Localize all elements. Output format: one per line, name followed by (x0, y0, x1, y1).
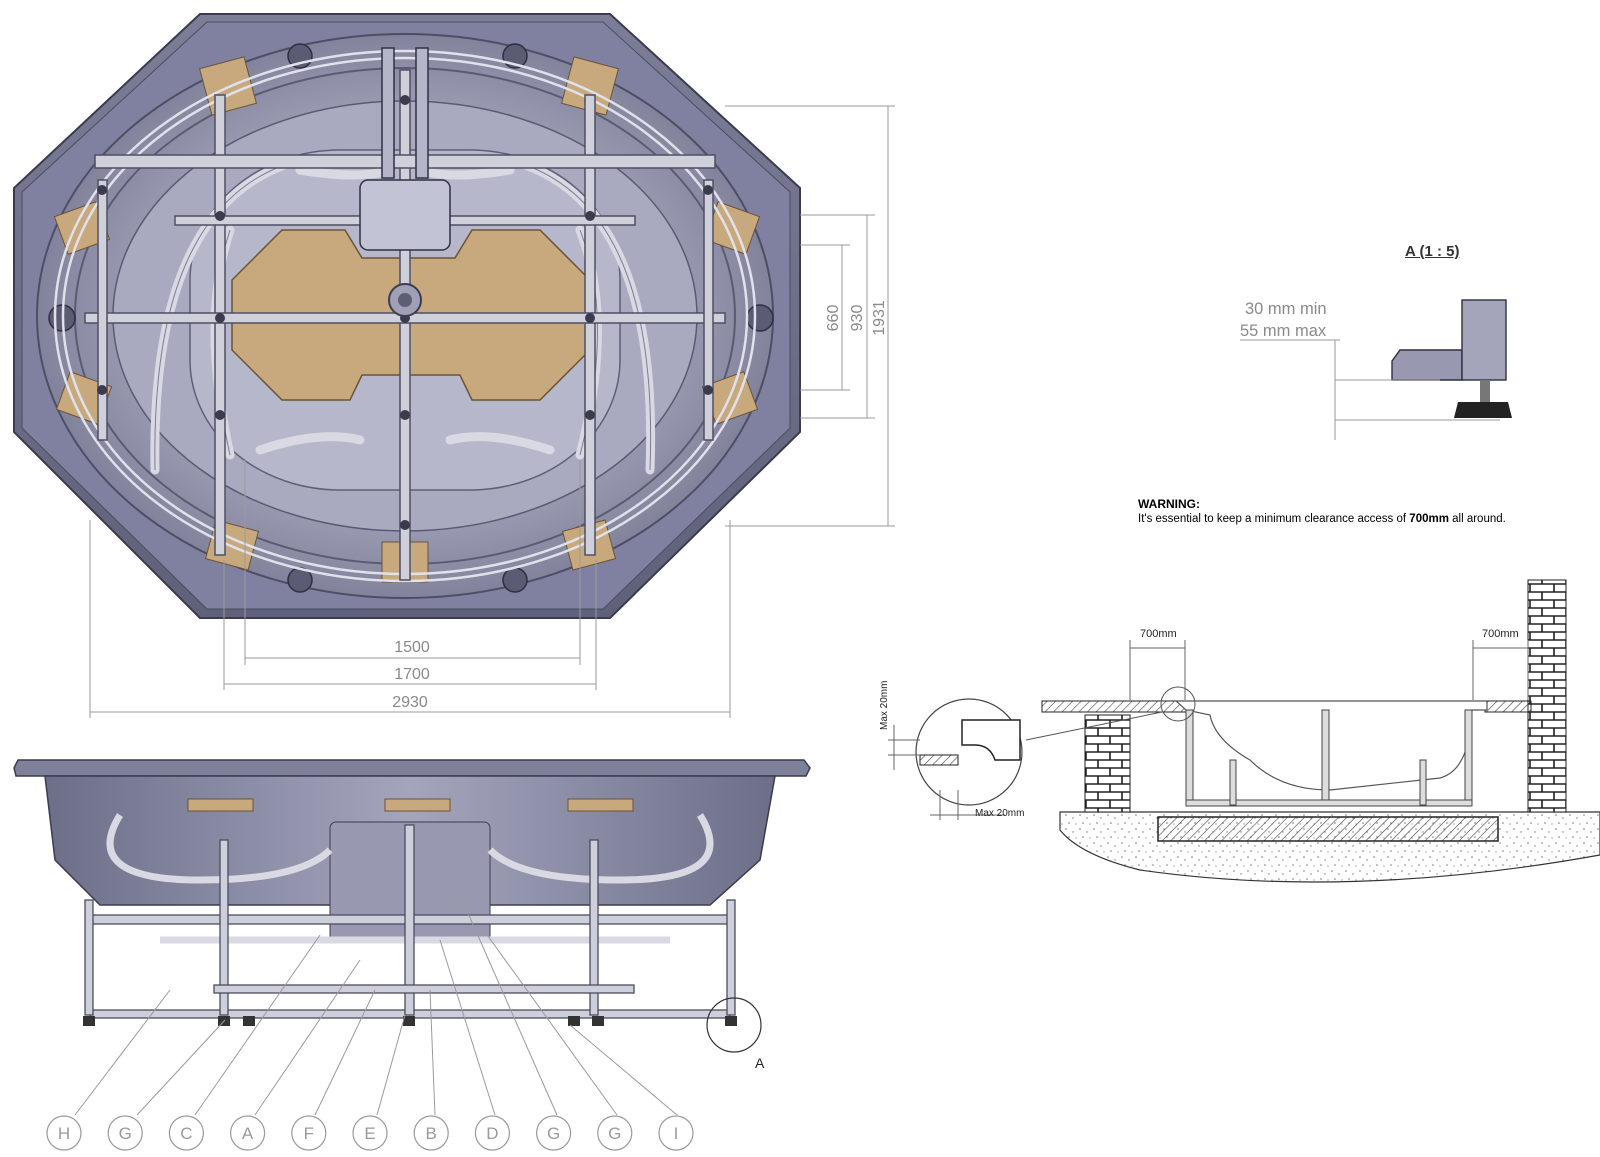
warning-text-before: It's essential to keep a minimum clearan… (1138, 513, 1410, 525)
right-wall (1527, 579, 1567, 813)
callout-bubble-9 (535, 1115, 572, 1151)
left-clearance-label: 700mm (1140, 628, 1177, 640)
dim-overall-width: 2930 (392, 694, 428, 711)
rim-jets (48, 43, 774, 593)
side-view: A H G C A F E B D G G I (13, 759, 811, 1151)
callout-bubble-2 (107, 1115, 143, 1151)
detail-a-marker (706, 997, 762, 1053)
dim-mid-width: 1700 (394, 666, 430, 683)
detail-a-view: 30 mm min 55 mm max (1240, 299, 1512, 440)
tub-outline (1174, 700, 1488, 791)
dimension-lines (89, 105, 895, 718)
dim-mid-height: 930 (849, 305, 866, 332)
detail-foot-pad (1454, 402, 1512, 418)
tub-support-frame (1185, 709, 1473, 807)
dim-overall-height: 1931 (871, 300, 888, 336)
detail-clearance-lines (1240, 339, 1500, 440)
install-detail-circle (1160, 686, 1196, 722)
callout-label-7: B (426, 1124, 437, 1143)
side-hoses (106, 813, 714, 944)
magnified-detail (915, 698, 1023, 806)
install-dimension-lines (888, 640, 1529, 820)
left-wall (1084, 714, 1131, 813)
callout-leaders (74, 894, 678, 1116)
detail-foot-post (1461, 299, 1507, 381)
callout-label-4: A (242, 1124, 254, 1143)
warning-text: It's essential to keep a minimum clearan… (1138, 512, 1598, 527)
callout-bubble-3 (168, 1115, 204, 1151)
callout-label-8: D (486, 1124, 498, 1143)
callout-bubble-10 (597, 1115, 633, 1151)
top-view: 1500 1700 2930 660 930 1931 (13, 13, 895, 718)
detail-foot-bracket (1391, 349, 1463, 381)
concrete-base (1157, 816, 1499, 842)
warning-note: WARNING: It's essential to keep a minimu… (1138, 497, 1598, 527)
callout-label-10: G (608, 1124, 621, 1143)
pump-manifold (359, 47, 451, 251)
right-floor-slab (1484, 700, 1532, 713)
side-rim (13, 759, 811, 777)
callout-bubble-6 (352, 1115, 388, 1151)
warning-title: WARNING: (1138, 497, 1200, 511)
callout-bubble-4 (230, 1115, 266, 1151)
horizontal-max-label: Max 20mm (975, 808, 1024, 819)
installation-section: 700mm 700mm Max 20mm Max 20mm (879, 579, 1600, 883)
callout-label-2: G (119, 1124, 132, 1143)
callout-bubble-8 (474, 1115, 510, 1151)
dim-inner-height: 660 (825, 305, 842, 332)
callout-bubble-7 (413, 1115, 449, 1151)
callout-bubble-11 (658, 1115, 694, 1151)
callout-label-11: I (674, 1124, 679, 1143)
callout-label-3: C (180, 1124, 192, 1143)
detail-clearance-min: 30 mm min (1245, 300, 1327, 318)
callout-label-9: G (547, 1124, 560, 1143)
detail-a-label: A (755, 1055, 765, 1071)
detail-clearance-max: 55 mm max (1240, 322, 1327, 340)
callout-label-5: F (304, 1124, 314, 1143)
side-wood-pads (187, 798, 634, 812)
vertical-max-label: Max 20mm (879, 681, 890, 730)
dim-inner-width: 1500 (394, 639, 430, 656)
warning-text-after: all around. (1448, 513, 1506, 525)
warning-highlight: 700mm (1409, 513, 1449, 525)
right-clearance-label: 700mm (1482, 628, 1519, 640)
callout-bubble-5 (291, 1115, 327, 1151)
side-frame (84, 824, 736, 1019)
callout-label-6: E (364, 1124, 375, 1143)
left-floor-slab (1041, 700, 1193, 713)
callout-bubble-1 (46, 1115, 82, 1151)
callout-label-1: H (58, 1124, 70, 1143)
detail-a-title: A (1 : 5) (1405, 243, 1460, 260)
